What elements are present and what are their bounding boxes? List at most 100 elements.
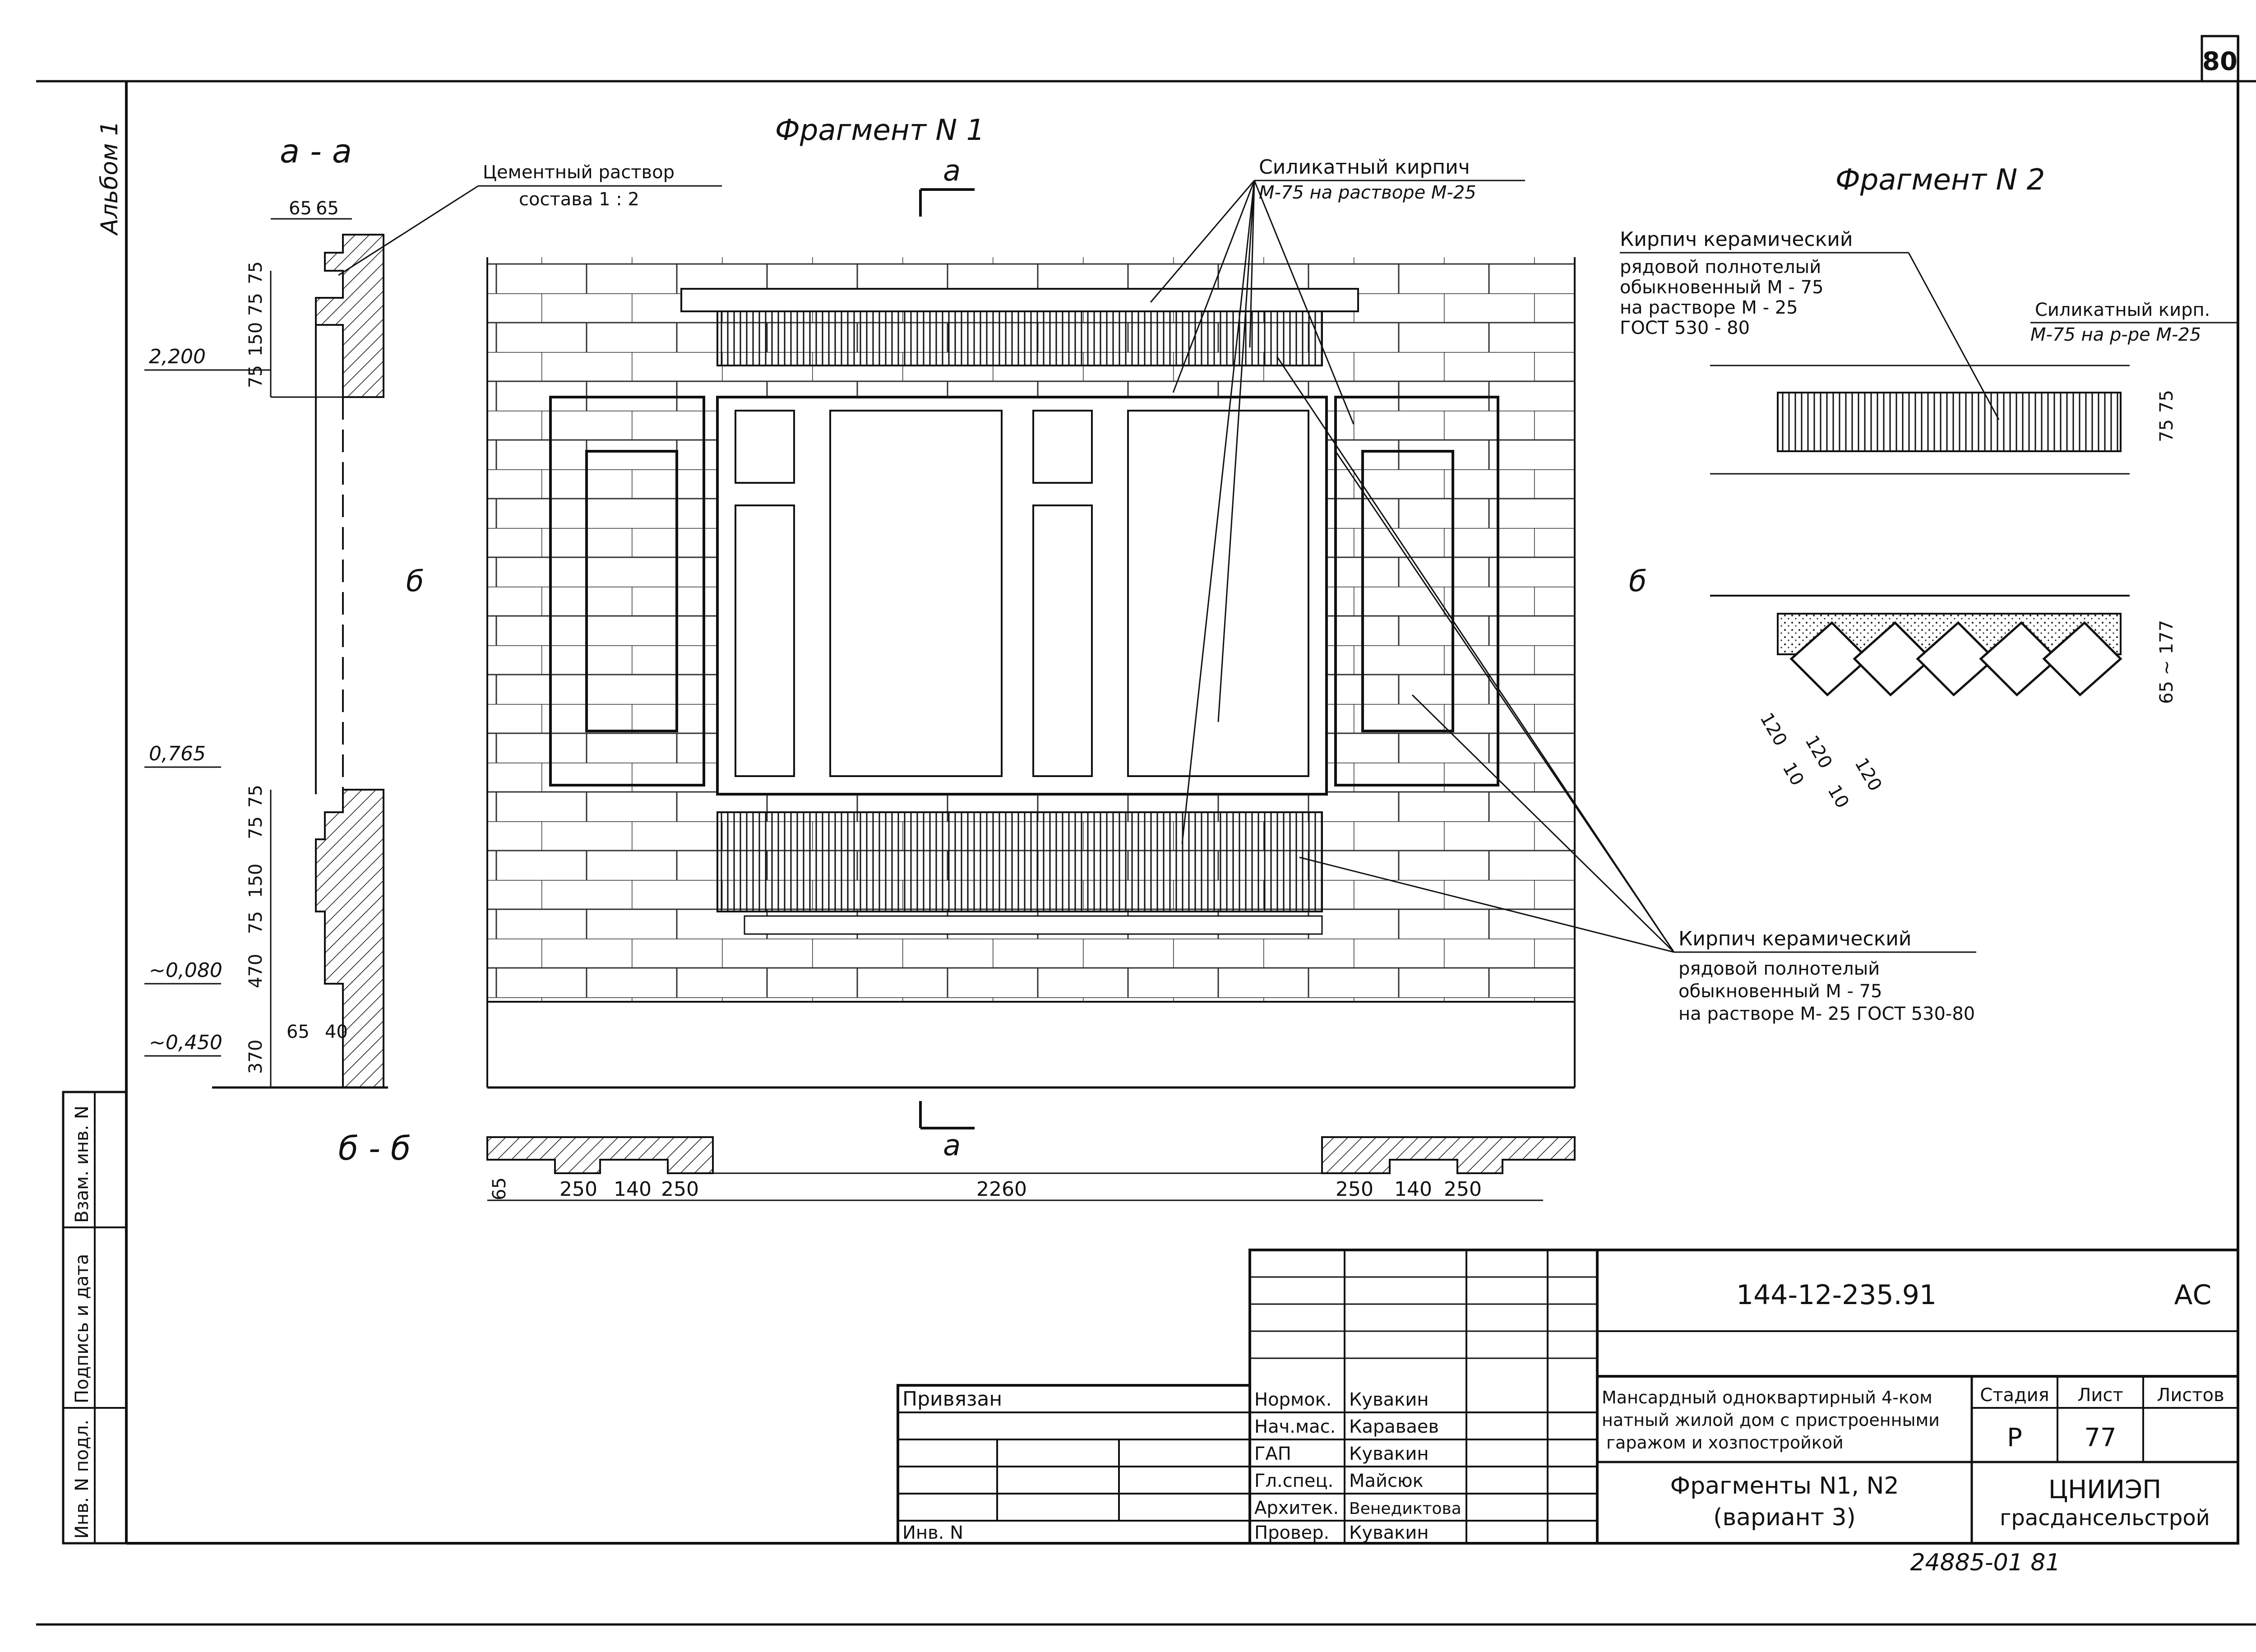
note-ceramic-1: Кирпич керамический	[1678, 927, 1911, 950]
doc-code: 144-12-235.91	[1736, 1279, 1937, 1311]
section-aa-label: a - a	[280, 132, 352, 170]
plan-dim-140a: 140	[614, 1178, 652, 1201]
name-5: Кувакин	[1349, 1522, 1428, 1543]
plan-dim-250b: 250	[661, 1178, 699, 1201]
sheet-label: Лист	[2077, 1385, 2123, 1406]
dim-top-1: 65	[289, 198, 312, 219]
title-block-frame	[897, 1249, 2239, 1545]
f2-dim-diag-5: 10	[1823, 782, 1853, 812]
f2-ceramic-5: ГОСТ 530 - 80	[1620, 318, 1750, 338]
stamp-inv: Инв. N подл.	[72, 1420, 92, 1539]
level-0765: 0,765	[149, 742, 206, 765]
dim-lower-3: 150	[245, 864, 266, 898]
cut-mark-a-top: a	[943, 154, 961, 188]
dim-upper-3: 75	[245, 293, 266, 316]
note-ceramic-3: обыкновенный М - 75	[1678, 981, 1882, 1002]
fragment2-upper-drawing	[1710, 365, 2130, 475]
elevation-drawing	[486, 257, 1576, 1089]
sheet-number: 80	[2202, 47, 2238, 76]
stage-label: Стадия	[1980, 1385, 2049, 1406]
note-cement-2: состава 1 : 2	[519, 189, 639, 210]
plan-dim-250d: 250	[1444, 1178, 1482, 1201]
plan-dim-65: 65	[489, 1177, 510, 1200]
f2-dim-diag-3: 120	[1850, 754, 1886, 795]
dim-upper-1: 75	[245, 365, 266, 388]
name-2: Кувакин	[1349, 1444, 1428, 1464]
drawing-title-1: Фрагменты N1, N2	[1670, 1472, 1899, 1499]
f2-ceramic-2: рядовой полнотелый	[1620, 257, 1821, 278]
org-line-1: ЦНИИЭП	[2048, 1475, 2162, 1504]
name-1: Караваев	[1349, 1416, 1439, 1437]
plan-dim-140b: 140	[1394, 1178, 1432, 1201]
dim-bottom-1: 65	[287, 1022, 310, 1042]
section-aa-drawing	[212, 234, 388, 1089]
role-2: ГАП	[1254, 1444, 1291, 1464]
album-label: Альбом 1	[96, 121, 123, 236]
fragment2-lower-drawing	[1710, 595, 2130, 697]
project-line-2: натный жилой дом с пристроенными	[1602, 1410, 1940, 1430]
dim-top-2: 65	[316, 198, 339, 219]
f2-silicate-1: Силикатный кирп.	[2035, 300, 2210, 320]
cut-mark-b-left: б	[406, 565, 424, 598]
dim-upper-2: 150	[245, 322, 266, 356]
note-ceramic-2: рядовой полнотелый	[1678, 958, 1880, 979]
dim-bottom-2: 40	[325, 1022, 348, 1042]
plan-bb-drawing	[486, 1136, 1576, 1201]
level-0450: ~0,450	[149, 1031, 222, 1054]
fragment1-title: Фрагмент N 1	[775, 114, 985, 147]
sheet-value: 77	[2084, 1423, 2116, 1453]
side-stamp	[62, 1091, 128, 1545]
role-4: Архитек.	[1254, 1498, 1339, 1518]
stamp-replace: Взам. инв. N	[72, 1106, 92, 1223]
plan-dim-250c: 250	[1336, 1178, 1373, 1201]
dim-lower-6: 370	[245, 1040, 266, 1074]
dim-lower-2: 75	[245, 816, 266, 839]
f2-silicate-2: М-75 на р-ре М-25	[2030, 324, 2201, 345]
f2-dim-diag-1: 120	[1756, 709, 1791, 750]
note-ceramic-4: на растворе М- 25 ГОСТ 530-80	[1678, 1004, 1975, 1024]
doc-mark: АС	[2174, 1279, 2212, 1311]
level-0080: ~0,080	[149, 959, 222, 982]
plan-dim-250a: 250	[559, 1178, 597, 1201]
project-line-3: гаражом и хозпостройкой	[1606, 1433, 1844, 1453]
inv-label: Инв. N	[902, 1522, 963, 1543]
role-5: Провер.	[1254, 1522, 1329, 1543]
f2-ceramic-4: на растворе М - 25	[1620, 297, 1798, 318]
cut-mark-b-right: б	[1629, 565, 1646, 598]
role-0: Нормок.	[1254, 1389, 1331, 1410]
f2-dim-diag-4: 10	[1778, 759, 1808, 789]
drawing-title-2: (вариант 3)	[1713, 1504, 1856, 1531]
f2-dim-upper-1: 75	[2156, 419, 2177, 442]
plan-dim-2260: 2260	[976, 1178, 1027, 1201]
name-0: Кувакин	[1349, 1389, 1428, 1410]
section-bb-label: б - б	[338, 1129, 411, 1167]
note-silicate-1: Силикатный кирпич	[1259, 156, 1470, 179]
stage-value: Р	[2007, 1423, 2022, 1453]
fragment2-title: Фрагмент N 2	[1835, 163, 2045, 197]
section-aa-dims-upper	[270, 271, 379, 398]
f2-dim-lower: 65 ~ 177	[2156, 620, 2177, 704]
f2-dim-diag-2: 120	[1801, 732, 1836, 772]
ceramic-leader-lines	[1276, 356, 1675, 953]
project-line-1: Мансардный одноквартирный 4-ком	[1602, 1388, 1932, 1407]
note-cement-1: Цементный раствор	[483, 162, 675, 183]
f2-ceramic-1: Кирпич керамический	[1620, 228, 1853, 251]
silicate-leader-lines	[1150, 180, 1525, 844]
bound-label: Привязан	[902, 1388, 1002, 1411]
dim-lower-1: 75	[245, 785, 266, 808]
dim-lower-4: 75	[245, 911, 266, 934]
dim-upper-4: 75	[245, 261, 266, 284]
name-3: Майсюк	[1349, 1471, 1424, 1491]
sheets-label: Листов	[2157, 1385, 2224, 1406]
f2-ceramic-3: обыкновенный М - 75	[1620, 277, 1824, 298]
role-1: Нач.мас.	[1254, 1416, 1336, 1437]
org-line-2: грасдансельстрой	[2000, 1505, 2210, 1531]
note-silicate-2: М-75 на растворе М-25	[1259, 182, 1476, 203]
cut-mark-a-bottom: a	[943, 1129, 961, 1162]
role-3: Гл.спец.	[1254, 1471, 1333, 1491]
level-2200: 2,200	[149, 345, 206, 368]
name-4: Венедиктова	[1349, 1499, 1461, 1518]
dim-lower-5: 470	[245, 954, 266, 988]
stamp-sign: Подпись и дата	[72, 1254, 92, 1403]
